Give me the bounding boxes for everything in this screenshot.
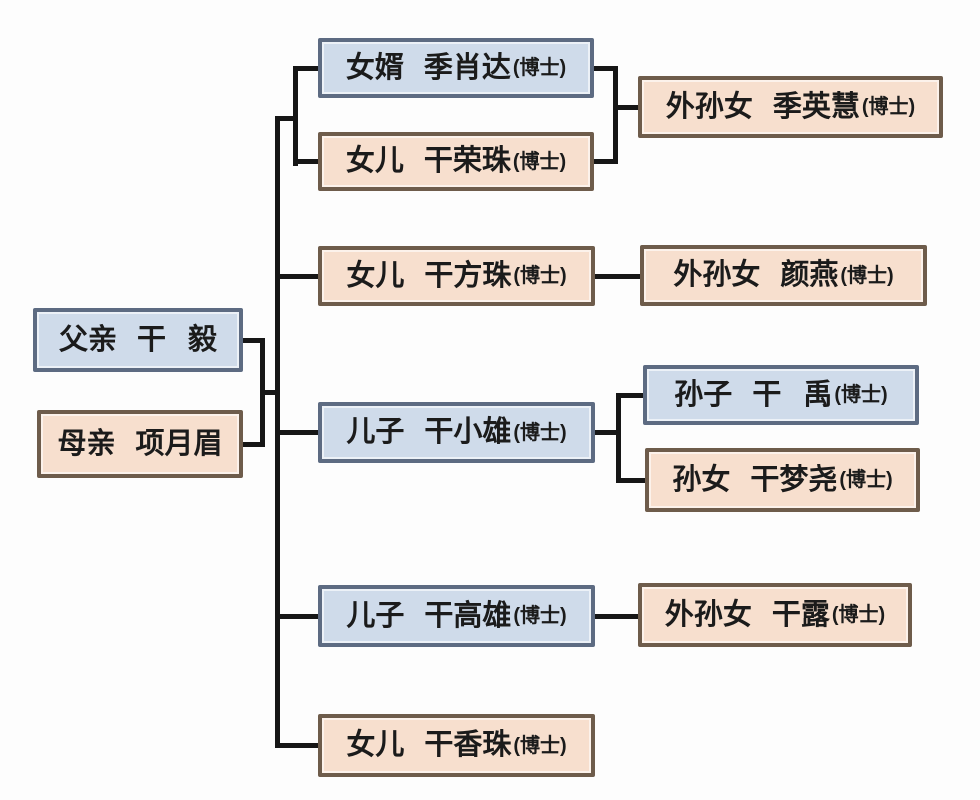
node-degree: (博士) — [861, 96, 916, 118]
connector-stub-granddaughter-mengyao — [616, 478, 645, 483]
node-degree: (博士) — [513, 734, 567, 757]
node-role: 女儿 — [346, 729, 405, 761]
node-degree: (博士) — [513, 605, 567, 627]
connector-gaoxiong-to-ganlu — [595, 614, 638, 619]
node-daughter-xiangzhu: 女儿干香珠(博士) — [318, 714, 595, 777]
node-son-gaoxiong: 儿子干高雄(博士) — [318, 585, 595, 647]
node-name: 季肖达 — [423, 51, 511, 84]
connector-to-granddaughter-yinghui — [613, 105, 638, 110]
connector-spine-to-couple-bracket — [275, 116, 297, 121]
node-degree: (博士) — [834, 384, 888, 406]
node-name: 干方珠 — [424, 259, 512, 292]
node-role: 外孙女 — [665, 90, 753, 123]
node-grandson-ganyu: 孙子干 禹(博士) — [643, 365, 919, 425]
node-role: 母亲 — [57, 427, 116, 460]
node-degree: (博士) — [512, 150, 567, 173]
connector-xiaoxiong-bracket — [616, 393, 621, 483]
node-granddaughter-yanyan: 外孙女颜燕(博士) — [640, 245, 927, 306]
node-degree: (博士) — [513, 421, 567, 444]
node-role: 外孙女 — [664, 598, 752, 631]
node-degree: (博士) — [840, 264, 894, 287]
node-role: 儿子 — [346, 416, 405, 448]
node-name: 干香珠 — [424, 729, 512, 761]
node-role: 父亲 — [58, 323, 117, 356]
node-granddaughter-yinghui: 外孙女季英慧(博士) — [638, 76, 943, 138]
node-father: 父亲干 毅 — [33, 308, 243, 372]
node-degree: (博士) — [831, 604, 886, 626]
node-son-in-law: 女婿季肖达(博士) — [318, 38, 594, 98]
connector-stub-daughter-rongzhu — [293, 159, 318, 164]
connector-branch-daughter-fangzhu — [275, 274, 318, 279]
node-name: 季英慧 — [772, 90, 860, 123]
connector-branch-son-gaoxiong — [275, 614, 318, 619]
node-daughter-rongzhu: 女儿干荣珠(博士) — [318, 132, 594, 191]
connector-son-in-law-right-stub — [594, 66, 618, 71]
node-role: 女婿 — [345, 51, 404, 84]
connector-daughter-rongzhu-right-stub — [594, 159, 618, 164]
node-granddaughter-ganlu: 外孙女干露(博士) — [638, 583, 912, 647]
connector-fangzhu-to-yanyan — [595, 274, 640, 279]
node-name: 干 毅 — [136, 323, 218, 356]
connector-stub-son-in-law — [293, 66, 318, 71]
node-name: 干荣珠 — [423, 145, 511, 177]
node-role: 女儿 — [346, 259, 405, 292]
node-name: 干 禹 — [752, 378, 833, 411]
node-role: 儿子 — [346, 599, 405, 632]
node-name: 干露 — [771, 598, 830, 631]
node-degree: (博士) — [512, 57, 567, 79]
node-daughter-fangzhu: 女儿干方珠(博士) — [318, 246, 595, 306]
node-degree: (博士) — [513, 265, 567, 287]
connector-father-stub — [243, 338, 265, 343]
node-name: 干高雄 — [424, 599, 512, 632]
connector-mother-stub — [243, 442, 265, 447]
connector-couple-right-bracket — [613, 66, 618, 164]
node-role: 女儿 — [345, 145, 404, 177]
node-name: 干小雄 — [424, 416, 512, 448]
connector-branch-daughter-xiangzhu — [275, 743, 318, 748]
node-degree: (博士) — [839, 469, 893, 491]
node-role: 孙子 — [674, 378, 733, 411]
connector-xiaoxiong-right-stub — [595, 430, 620, 435]
node-son-xiaoxiong: 儿子干小雄(博士) — [318, 402, 595, 463]
node-mother: 母亲项月眉 — [37, 410, 243, 478]
node-name: 干梦尧 — [750, 463, 838, 496]
node-name: 项月眉 — [135, 427, 223, 460]
connector-parents-to-spine — [260, 390, 278, 395]
node-role: 外孙女 — [673, 259, 761, 291]
node-name: 颜燕 — [780, 259, 839, 291]
connector-stub-grandson-ganyu — [616, 393, 643, 398]
connector-branch-son-xiaoxiong — [275, 430, 318, 435]
node-granddaughter-mengyao: 孙女干梦尧(博士) — [645, 448, 920, 512]
node-role: 孙女 — [672, 463, 731, 496]
connector-couple-left-bracket — [293, 66, 298, 166]
